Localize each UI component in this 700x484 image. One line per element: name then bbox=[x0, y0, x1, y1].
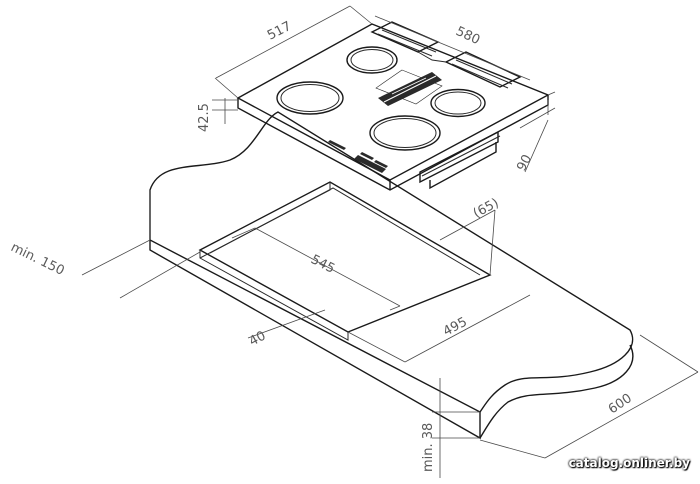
hob-cooking-zones bbox=[276, 46, 486, 151]
countertop-front-face bbox=[149, 240, 481, 440]
hob-glass-edge bbox=[237, 95, 549, 191]
dim-cutout-width: 545 bbox=[308, 252, 337, 277]
dim-hob-depth: 517 bbox=[265, 19, 294, 44]
dimension-labels: 517 580 42.5 90 (65) min. 150 545 495 40… bbox=[8, 19, 635, 472]
dimension-lines bbox=[81, 5, 699, 478]
hob-flex-zone-pattern bbox=[375, 69, 443, 106]
dim-counter-depth: 600 bbox=[606, 391, 635, 417]
dim-front-edge: 40 bbox=[247, 329, 269, 350]
dim-cutout-depth: 495 bbox=[441, 315, 470, 340]
countertop bbox=[149, 111, 634, 440]
countertop-right-edge bbox=[479, 344, 634, 439]
dim-front-min: min. 150 bbox=[8, 240, 66, 279]
hob-body bbox=[419, 130, 499, 190]
dim-rear-clearance: (65) bbox=[471, 196, 502, 222]
dim-hob-thickness: 42.5 bbox=[197, 103, 212, 132]
cooking-zone-rear-left bbox=[346, 46, 398, 74]
cooking-zone-front-right bbox=[369, 115, 441, 151]
cooking-zone-rear-right bbox=[430, 88, 486, 118]
dim-hob-width: 580 bbox=[453, 24, 482, 48]
hob bbox=[236, 21, 550, 191]
hob-extractor-vents bbox=[370, 21, 522, 89]
hob-control-panel bbox=[328, 140, 388, 173]
dim-body-height: 90 bbox=[514, 152, 535, 174]
countertop-cutout bbox=[198, 181, 492, 341]
watermark: catalog.onliner.by bbox=[568, 456, 690, 470]
cooking-zone-front-left bbox=[276, 81, 344, 115]
dim-counter-thickness: min. 38 bbox=[421, 423, 436, 472]
cutout-outline bbox=[198, 181, 492, 333]
